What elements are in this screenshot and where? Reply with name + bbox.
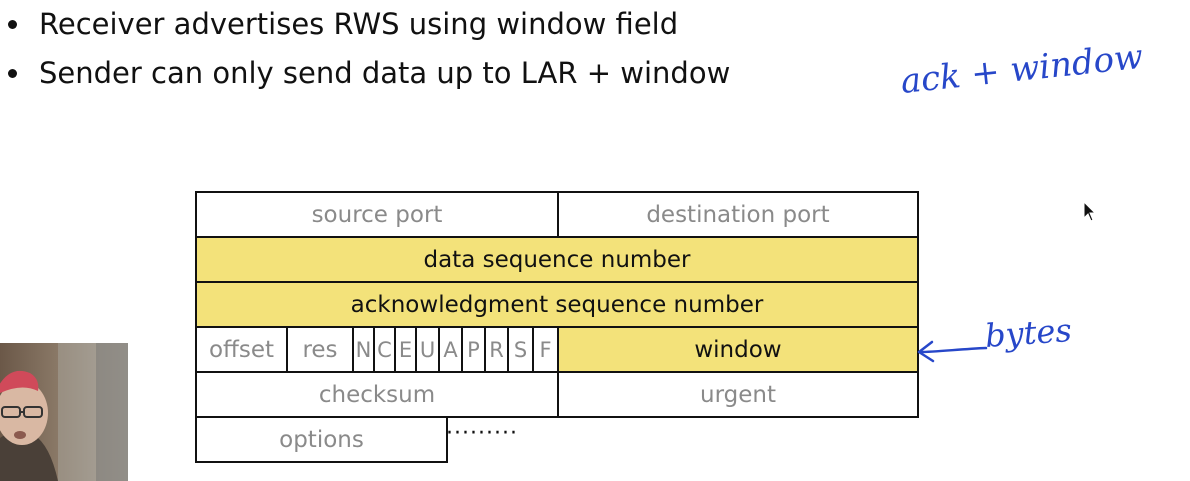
reserved-field: res (286, 326, 354, 373)
flag-p: P (461, 326, 486, 373)
flag-f: F (532, 326, 559, 373)
urgent-field: urgent (557, 371, 919, 418)
offset-field: offset (195, 326, 288, 373)
options-continuation: ········· (446, 421, 518, 446)
presenter-video-image (0, 343, 128, 481)
source-port-field: source port (195, 191, 559, 238)
flag-e: E (394, 326, 417, 373)
flag-c: C (373, 326, 396, 373)
data-sequence-number-field: data sequence number (195, 236, 919, 283)
flag-a: A (438, 326, 463, 373)
flag-s: S (507, 326, 534, 373)
ack-sequence-number-field: acknowledgment sequence number (195, 281, 919, 328)
flag-r: R (484, 326, 509, 373)
bullet-text: Sender can only send data up to LAR + wi… (39, 56, 731, 90)
window-field: window (557, 326, 919, 373)
checksum-field: checksum (195, 371, 559, 418)
bullet-text: Receiver advertises RWS using window fie… (39, 7, 679, 41)
tcp-header-diagram: source port destination port data sequen… (195, 191, 919, 463)
bullet-dot-icon (8, 68, 17, 78)
options-field: options (195, 416, 448, 463)
destination-port-field: destination port (557, 191, 919, 238)
bullet-dot-icon (8, 19, 17, 29)
bullet-item: Receiver advertises RWS using window fie… (8, 6, 678, 42)
flag-n: N (352, 326, 375, 373)
flag-u: U (415, 326, 440, 373)
handwritten-annotation-ack-window: ack + window (898, 36, 1145, 103)
handwritten-annotation-bytes: bytes (983, 311, 1074, 355)
presenter-webcam-thumbnail (0, 343, 128, 481)
mouse-pointer-icon (1083, 201, 1097, 222)
hand-drawn-left-arrow-icon (917, 340, 988, 363)
bullet-item: Sender can only send data up to LAR + wi… (8, 55, 730, 91)
